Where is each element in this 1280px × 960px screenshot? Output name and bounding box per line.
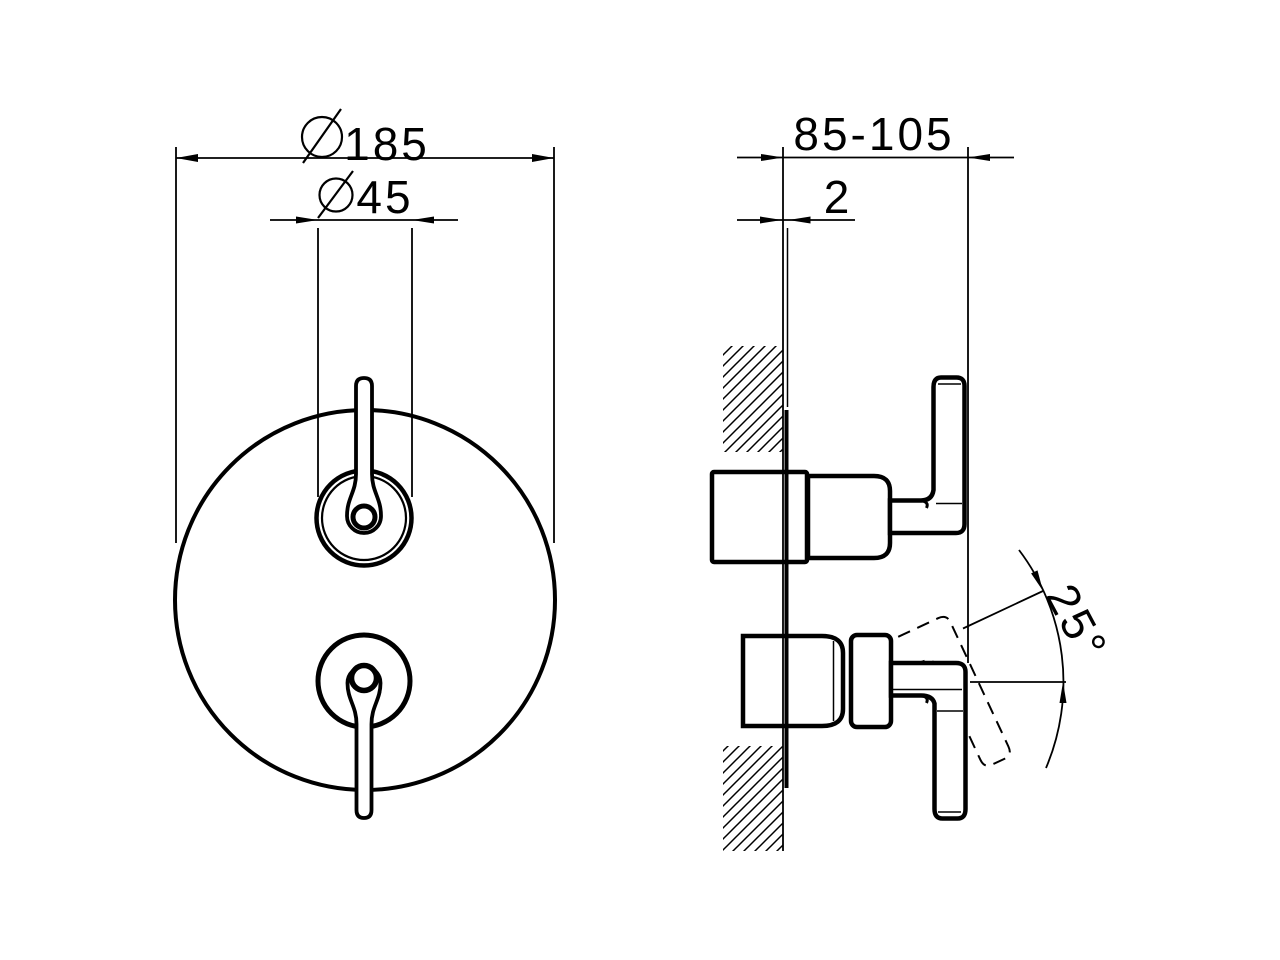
top-handle-cap [350, 503, 378, 531]
dimension-plate-diameter: 185 [175, 108, 555, 543]
valve-body-top [709, 469, 810, 565]
dimension-label-hub-diameter: 45 [356, 171, 413, 223]
arrowhead-lower [1059, 682, 1067, 703]
dimension-depth-range: 85-105 [737, 108, 1014, 663]
dimension-plate-thickness: 2 [737, 171, 855, 407]
lever-rotated-dashed [878, 615, 1011, 767]
arrowhead-left [296, 216, 318, 224]
front-view: 185 45 [173, 108, 557, 820]
arrowhead-right [788, 216, 811, 224]
handle-base-bottom [848, 632, 894, 730]
dimension-label-depth-range: 85-105 [793, 108, 954, 160]
arrowhead-left [176, 154, 198, 162]
dimension-label-plate-diameter: 185 [344, 118, 430, 170]
lever-curl-top [919, 499, 929, 509]
lever-side-bottom [888, 660, 968, 821]
side-view: 85-105 2 25° [709, 108, 1119, 851]
diameter-symbol [300, 108, 344, 164]
bottom-handle-cap [348, 662, 380, 694]
wall-hatch-top [723, 346, 783, 452]
arrowhead-upper [1031, 570, 1043, 591]
dimension-hub-diameter: 45 [270, 170, 458, 497]
valve-body-bottom [740, 633, 846, 729]
top-handle-lever [345, 376, 383, 535]
diameter-symbol [317, 170, 354, 219]
dimension-label-lever-angle: 25° [1036, 576, 1119, 670]
dimension-lever-angle: 25° [962, 549, 1119, 769]
dimension-label-plate-thickness: 2 [824, 171, 853, 223]
angle-arc [1018, 549, 1065, 769]
arrowhead-right [412, 216, 434, 224]
angle-leg-upper [962, 590, 1044, 630]
arrowhead-left [761, 154, 783, 161]
arrowhead-left [760, 216, 782, 224]
arrowhead-right [968, 154, 990, 161]
wall-hatch-bottom [723, 746, 783, 851]
arrowhead-right [532, 154, 554, 162]
handle-base-top [805, 473, 893, 561]
lever-side-top [887, 375, 967, 536]
bottom-handle-lever [345, 664, 383, 820]
lever-curl-bottom [919, 694, 929, 704]
